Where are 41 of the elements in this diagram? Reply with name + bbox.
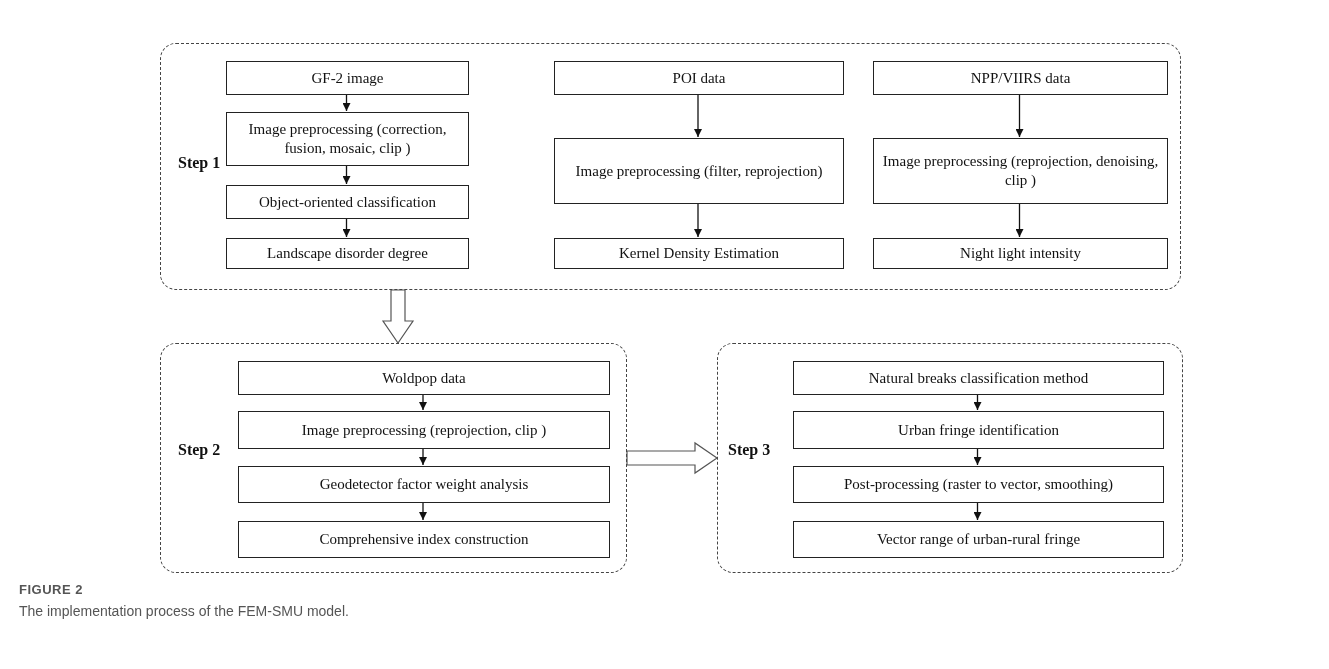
process-box: NPP/VIIRS data bbox=[873, 61, 1168, 95]
process-box: Image preprocessing (reprojection, denoising, clip ) bbox=[873, 138, 1168, 204]
arrow bbox=[419, 447, 427, 466]
process-box: Night light intensity bbox=[873, 238, 1168, 269]
process-box: Landscape disorder degree bbox=[226, 238, 469, 269]
dashed-group-frame bbox=[160, 43, 1181, 290]
process-box: Woldpop data bbox=[238, 361, 610, 395]
arrow bbox=[419, 393, 427, 411]
process-box: Geodetector factor weight analysis bbox=[238, 466, 610, 503]
arrow bbox=[419, 501, 427, 521]
arrow bbox=[1015, 202, 1024, 238]
arrow bbox=[973, 501, 982, 521]
arrow bbox=[694, 93, 702, 138]
process-box: Image preprocessing (reprojection, clip ) bbox=[238, 411, 610, 449]
step-label: Step 2 bbox=[178, 441, 221, 459]
process-box: Kernel Density Estimation bbox=[554, 238, 844, 269]
arrow bbox=[342, 217, 351, 238]
hollow-block-arrow bbox=[626, 441, 719, 475]
hollow-block-arrow bbox=[381, 289, 415, 345]
arrow bbox=[1015, 93, 1024, 138]
step-label: Step 3 bbox=[728, 441, 771, 459]
process-box: Urban fringe identification bbox=[793, 411, 1164, 449]
arrow bbox=[694, 202, 702, 238]
arrow bbox=[973, 393, 982, 411]
process-box: Object-oriented classification bbox=[226, 185, 469, 219]
figure-title: FIGURE 2 bbox=[19, 582, 83, 597]
arrow bbox=[342, 93, 351, 112]
process-box: Image preprocessing (filter, reprojection) bbox=[554, 138, 844, 204]
arrow bbox=[973, 447, 982, 466]
process-box: POI data bbox=[554, 61, 844, 95]
dashed-group-frame bbox=[160, 343, 627, 573]
figure-caption: The implementation process of the FEM-SMU model. bbox=[19, 603, 349, 619]
dashed-group-frame bbox=[717, 343, 1183, 573]
arrow bbox=[342, 164, 351, 185]
step-label: Step 1 bbox=[178, 154, 221, 172]
process-box: Image preprocessing (correction, fusion, mosaic, clip ) bbox=[226, 112, 469, 166]
process-box: GF-2 image bbox=[226, 61, 469, 95]
process-box: Natural breaks classification method bbox=[793, 361, 1164, 395]
process-box: Post-processing (raster to vector, smoothing) bbox=[793, 466, 1164, 503]
process-box: Comprehensive index construction bbox=[238, 521, 610, 558]
process-box: Vector range of urban-rural fringe bbox=[793, 521, 1164, 558]
